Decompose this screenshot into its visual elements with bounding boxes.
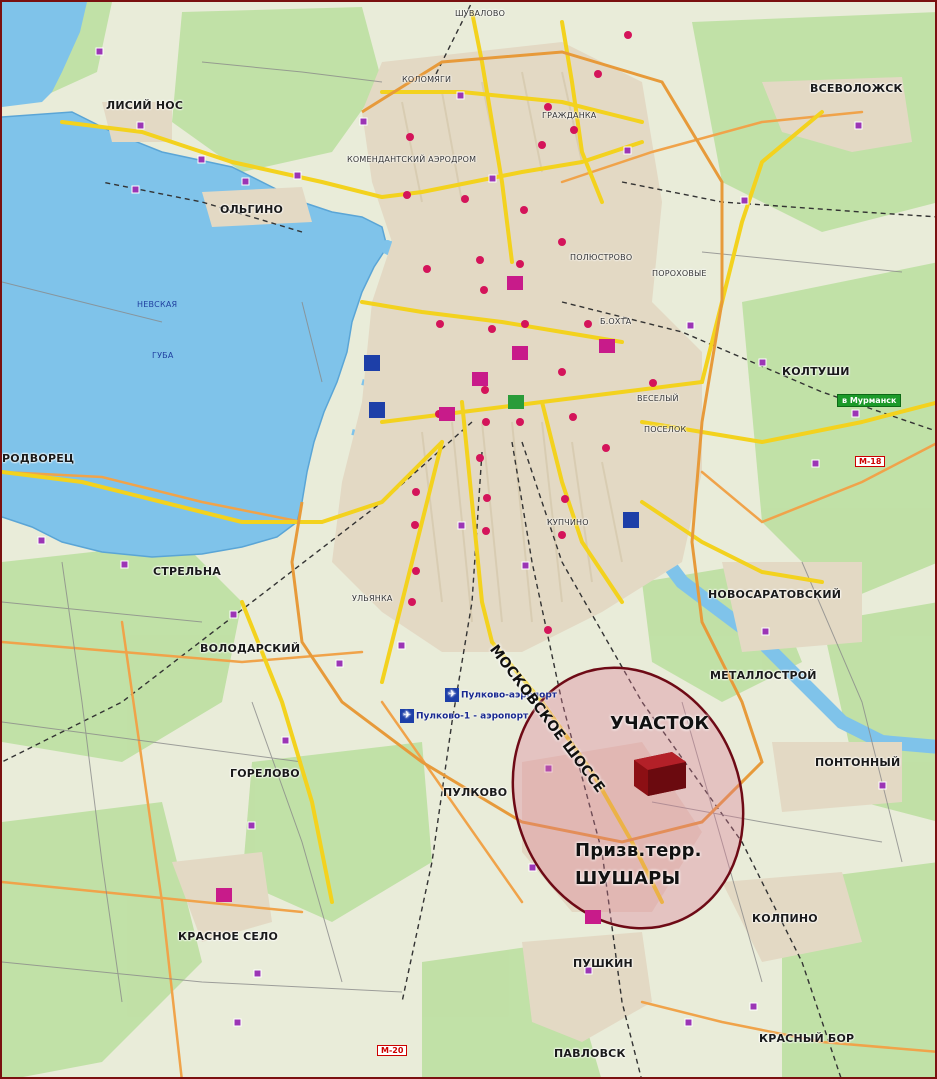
road-shield-m20: М-20 [377, 1045, 408, 1056]
label-komendantsky: КОМЕНДАНТСКИЙ АЭРОДРОМ [347, 155, 477, 164]
plot-cube[interactable] [634, 752, 686, 796]
label-shuvalovo: ШУВАЛОВО [455, 9, 506, 18]
label-vesely: ВЕСЕЛЫЙ [637, 394, 679, 403]
label-koltushi: КОЛТУШИ [782, 365, 850, 378]
label-petrodvorets: РОДВОРЕЦ [2, 452, 75, 465]
label-pavlovsk: ПАВЛОВСК [554, 1047, 626, 1060]
label-guba: ГУБА [152, 351, 174, 360]
label-pulkovo: ПУЛКОВО [443, 786, 508, 799]
airport-pulkovo-1-label: Пулково-1 - аэропорт [416, 711, 529, 722]
label-kupchino: КУПЧИНО [547, 518, 589, 527]
label-volodarsky: ВОЛОДАРСКИЙ [200, 642, 301, 655]
label-lisiy-nos: ЛИСИЙ НОС [106, 99, 184, 112]
label-polyustrovo: ПОЛЮСТРОВО [570, 253, 633, 262]
label-krasny-bor: КРАСНЫЙ БОР [759, 1032, 855, 1045]
secondary-roads [2, 110, 935, 1077]
label-krasnoe-selo: КРАСНОЕ СЕЛО [178, 930, 279, 943]
label-porokhovye: ПОРОХОВЫЕ [652, 269, 707, 278]
label-kolomyagi: КОЛОМЯГИ [402, 75, 452, 84]
neva-bay-water [2, 2, 387, 557]
airplane-icon: ✈ [445, 688, 459, 702]
rail-station-markers [37, 47, 887, 1027]
metro-station-markers [403, 31, 657, 634]
airport-pulkovo-2-label: Пулково-аэропорт [461, 690, 557, 701]
label-nevskaya: НЕВСКАЯ [137, 300, 178, 309]
coastline [2, 111, 388, 558]
label-vsevolozhsk: ВСЕВОЛОЖСК [810, 82, 903, 95]
direction-murmansk-sign: в Мурманск [837, 394, 902, 407]
label-poselok: ПОСЕЛОК [644, 425, 687, 434]
airport-pulkovo-2[interactable]: ✈Пулково-аэропорт [445, 688, 557, 702]
label-pontonny: ПОНТОННЫЙ [815, 756, 901, 769]
label-zone-line1: Призв.терр. [575, 840, 702, 861]
ring-road [290, 50, 764, 844]
label-grazhdanka: ГРАЖДАНКА [542, 111, 597, 120]
label-pushkin: ПУШКИН [573, 957, 633, 970]
label-novosaratovsky: НОВОСАРАТОВСКИЙ [708, 588, 842, 601]
airplane-icon: ✈ [400, 709, 414, 723]
shushary-zone [511, 666, 745, 930]
label-kolpino: КОЛПИНО [752, 912, 818, 925]
label-gorelovo: ГОРЕЛОВО [230, 767, 300, 780]
label-olgino: ОЛЬГИНО [220, 203, 284, 216]
label-ulyanka: УЛЬЯНКА [352, 594, 393, 603]
label-metallostroy: МЕТАЛЛОСТРОЙ [710, 669, 817, 682]
label-strelna: СТРЕЛЬНА [153, 565, 221, 578]
label-plot: УЧАСТОК [610, 713, 710, 734]
label-bolshaya-okhta: Б.ОХТА [600, 317, 632, 326]
transit-hub-icons [216, 276, 639, 924]
airport-pulkovo-1[interactable]: ✈Пулково-1 - аэропорт [400, 709, 528, 723]
road-shield-m18: М-18 [855, 456, 886, 467]
label-zone-line2: ШУШАРЫ [575, 868, 681, 889]
